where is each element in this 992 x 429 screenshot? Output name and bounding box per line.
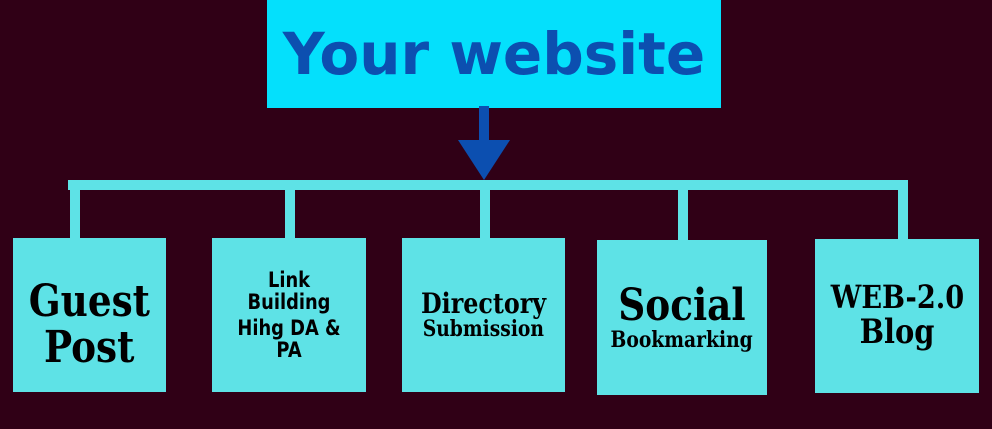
box-line: Hihg DA & PA — [237, 316, 341, 363]
connector-5 — [898, 185, 908, 241]
directory-submission-box: Directory Submission — [402, 238, 565, 392]
website-title: Your website — [282, 20, 706, 88]
connector-1 — [70, 185, 80, 240]
box-line: Guest — [28, 275, 151, 327]
link-building-box: Link Building Hihg DA & PA — [212, 238, 366, 392]
web20-blog-box: WEB-2.0 Blog — [815, 239, 979, 393]
connector-4 — [678, 185, 688, 242]
box-line: Social — [618, 279, 746, 331]
connector-2 — [285, 185, 295, 240]
box-line: Post — [44, 322, 135, 373]
down-arrow-icon — [458, 106, 510, 180]
box-line: Blog — [859, 311, 935, 352]
connector-3 — [480, 185, 490, 240]
box-line: WEB-2.0 — [830, 278, 964, 317]
social-bookmarking-box: Social Bookmarking — [597, 240, 767, 395]
box-line: Directory — [420, 286, 547, 320]
box-line: Bookmarking — [610, 327, 754, 354]
website-box: Your website — [267, 0, 721, 108]
guest-post-box: Guest Post — [13, 238, 166, 392]
box-line: Submission — [422, 316, 545, 343]
box-line: Link Building — [247, 267, 331, 314]
